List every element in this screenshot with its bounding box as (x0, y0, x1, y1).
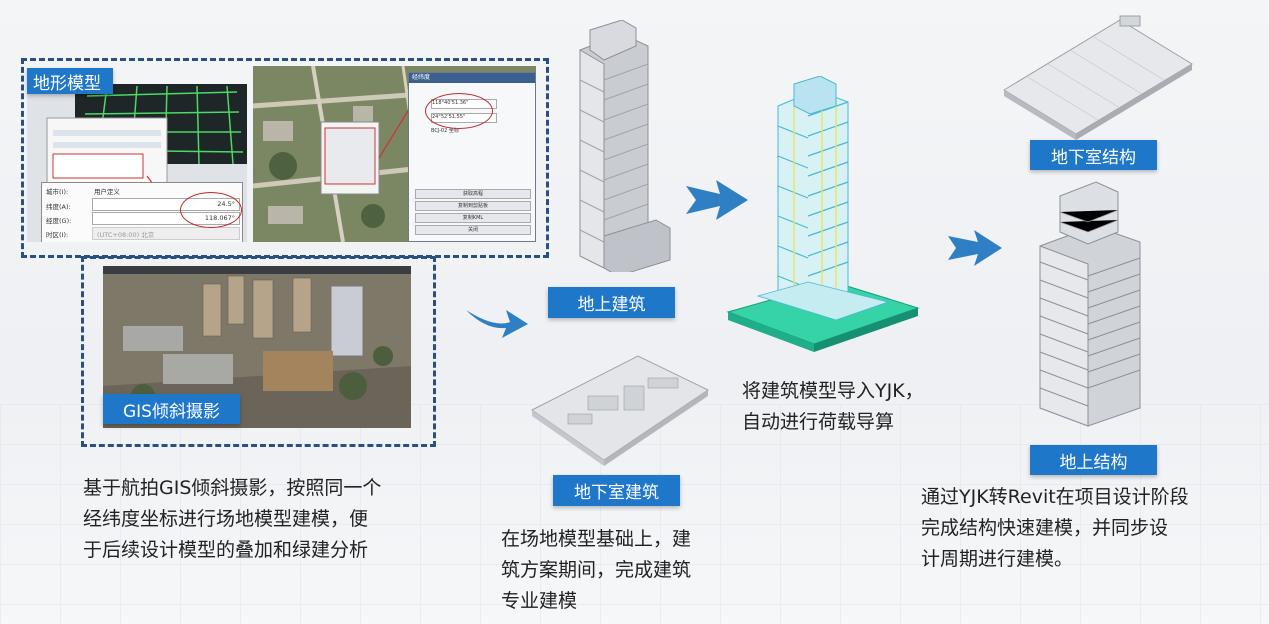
close-button[interactable]: 关闭 (415, 225, 531, 235)
terrain-model-label: 地形模型 (27, 68, 113, 94)
latlon-dialog-title: 经纬度 (409, 73, 535, 83)
copy-kml-button[interactable]: 复制KML (415, 213, 531, 223)
above-ground-structure-model (1039, 181, 1141, 427)
caption-left-line-2: 经纬度坐标进行场地模型建模，便 (83, 508, 369, 530)
arrow-right-2 (686, 180, 748, 220)
caption-yjk-line-2: 自动进行荷载导算 (742, 411, 895, 433)
coordinate-system: BCJ-02 坐标 (431, 128, 459, 134)
timezone-label: 时区(I): (46, 231, 69, 239)
gis-photo-label: GIS倾斜摄影 (103, 394, 240, 424)
basement-architecture-label: 地下室建筑 (553, 475, 680, 506)
highlight-ellipse-2 (425, 93, 493, 129)
caption-middle-line-2: 筑方案期间，完成建筑 (501, 559, 692, 581)
above-ground-structure-label: 地上结构 (1030, 445, 1157, 475)
timezone-field[interactable]: (UTC+08:00) 北京 (92, 227, 240, 240)
caption-right-line-3: 计周期进行建模。 (921, 548, 1074, 570)
caption-middle: 在场地模型基础上，建 筑方案期间，完成建筑 专业建模 (501, 524, 691, 617)
caption-left-line-3: 于后续设计模型的叠加和绿建分析 (83, 539, 369, 561)
basement-building-model (531, 355, 709, 466)
caption-right: 通过YJK转Revit在项目设计阶段 完成结构快速建模，并同步设 计周期进行建模… (921, 482, 1189, 575)
basement-structure-label: 地下室结构 (1030, 140, 1157, 170)
longitude-label: 经度(G): (46, 217, 72, 225)
get-elevation-button[interactable]: 获取高程 (415, 189, 531, 199)
caption-middle-line-1: 在场地模型基础上，建 (501, 528, 692, 550)
caption-right-line-1: 通过YJK转Revit在项目设计阶段 (921, 486, 1189, 508)
caption-left: 基于航拍GIS倾斜摄影，按照同一个 经纬度坐标进行场地模型建模，便 于后续设计模… (83, 473, 381, 566)
latitude-label: 纬度(A): (46, 203, 71, 211)
yjk-structure-model (726, 76, 920, 352)
arrow-right-1 (466, 310, 528, 338)
caption-yjk-line-1: 将建筑模型导入YJK， (742, 380, 924, 402)
terrain-grid-image (27, 66, 247, 199)
above-ground-architecture-label: 地上建筑 (548, 287, 675, 318)
caption-yjk: 将建筑模型导入YJK， 自动进行荷载导算 (742, 376, 924, 438)
location-dialog: 城市(I): 用户定义 纬度(A): 24.5° 经度(G): 118.067°… (41, 182, 243, 242)
caption-middle-line-3: 专业建模 (501, 590, 578, 612)
above-ground-building-model (579, 20, 671, 272)
gis-group-frame (81, 256, 436, 447)
caption-right-line-2: 完成结构快速建模，并同步设 (921, 517, 1169, 539)
caption-left-line-1: 基于航拍GIS倾斜摄影，按照同一个 (83, 477, 382, 499)
basement-structure-model (1003, 15, 1193, 140)
satellite-map-screenshot: 经纬度 118°40'51.36" 24°52'51.55" BCJ-02 坐标… (253, 66, 536, 242)
copy-clipboard-button[interactable]: 复制到剪贴板 (415, 201, 531, 211)
revit-terrain-screenshot: 城市(I): 用户定义 纬度(A): 24.5° 经度(G): 118.067°… (27, 66, 247, 242)
city-label: 城市(I): (46, 188, 69, 196)
arrow-right-3 (948, 230, 1002, 266)
highlight-ellipse (180, 192, 242, 228)
latlon-dialog: 经纬度 118°40'51.36" 24°52'51.55" BCJ-02 坐标… (408, 72, 536, 242)
city-value: 用户定义 (94, 188, 120, 196)
